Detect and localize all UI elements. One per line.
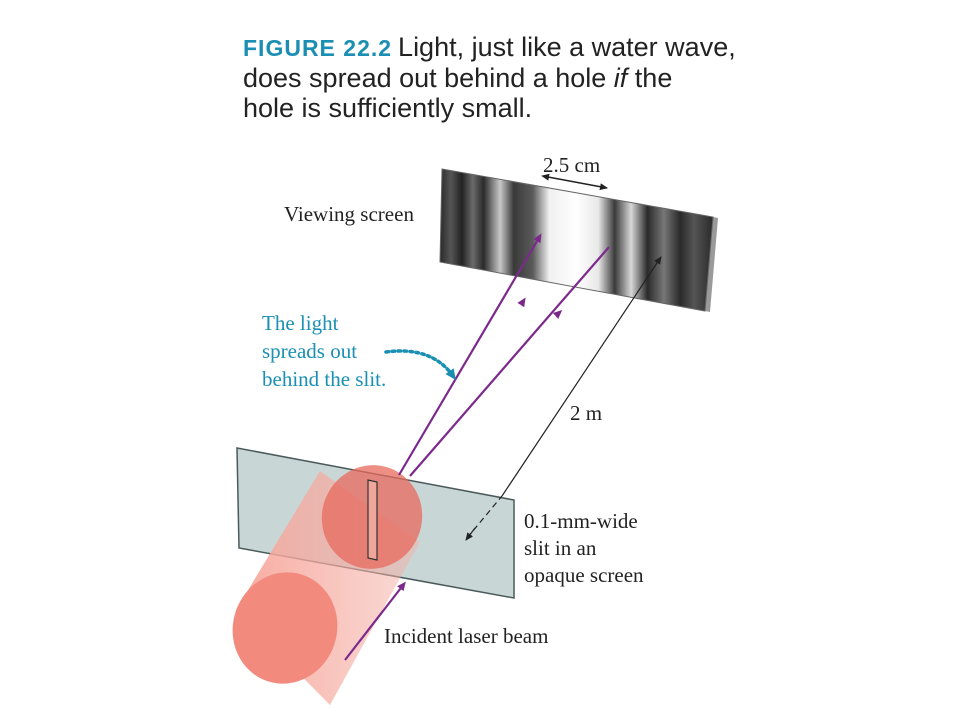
laser-beam-end (232, 572, 338, 684)
ray-right-arrowhead (468, 310, 563, 394)
caption-line-2-pre: does spread out behind a hole (243, 63, 614, 93)
slit-label-line-3: opaque screen (524, 563, 644, 587)
laser-label: Incident laser beam (384, 624, 548, 648)
spread-note-arrow (384, 349, 456, 381)
ray-left-arrowhead (499, 297, 526, 339)
caption-line-1-text: Light, just like a water wave, (398, 32, 736, 62)
caption-line-2-post: the (627, 63, 673, 93)
caption-line-3: hole is sufficiently small. (243, 93, 533, 123)
ray-right (409, 246, 610, 477)
fringe-width-label: 2.5 cm (543, 153, 600, 177)
spread-note-line-3: behind the slit. (262, 367, 386, 391)
distance-arrow-tail (465, 527, 476, 541)
spread-note-line-1: The light (262, 311, 339, 335)
slit-label-line-2: slit in an (524, 536, 597, 560)
slit-label-line-1: 0.1-mm-wide (524, 509, 638, 533)
fringe-pattern (439, 168, 714, 312)
fringe-width-arrow (541, 173, 608, 191)
ray-left (398, 233, 542, 476)
caption-line-2: does spread out behind a hole if the (243, 63, 763, 93)
distance-arrow-hidden (466, 495, 503, 539)
viewing-screen-label: Viewing screen (284, 202, 414, 226)
viewing-screen-edge (705, 217, 718, 312)
spread-note: The light spreads out behind the slit. (262, 311, 456, 391)
distance-arrow (501, 256, 662, 497)
incident-ray (344, 581, 406, 661)
viewing-screen (439, 168, 718, 312)
distance-label: 2 m (570, 401, 602, 425)
slit (367, 479, 378, 561)
spread-note-line-2: spreads out (262, 339, 357, 363)
figure-label: FIGURE 22.2 (243, 35, 393, 61)
caption-italic-if: if (613, 63, 628, 93)
